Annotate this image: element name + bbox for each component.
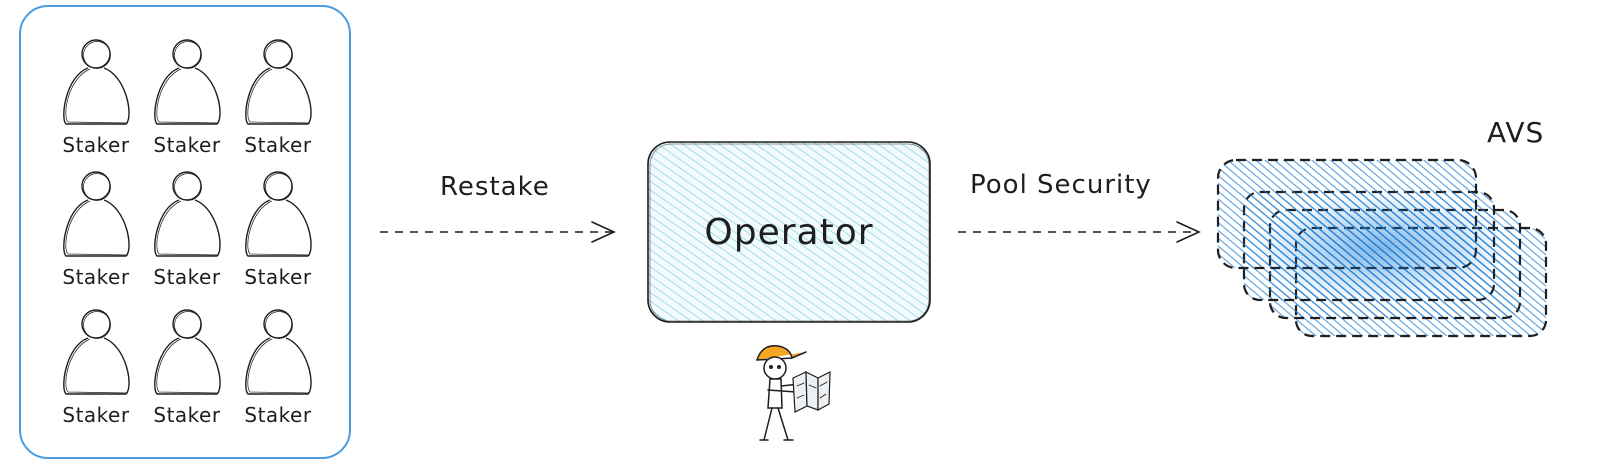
person-icon (245, 39, 312, 125)
staker-label: Staker (62, 265, 129, 289)
restake-arrow (380, 221, 616, 243)
person-icon (245, 171, 312, 257)
staker-figure: Staker (62, 171, 130, 289)
staker-figure: Staker (153, 309, 221, 427)
operator-box (647, 141, 931, 323)
person-icon (245, 309, 312, 395)
staker-label: Staker (244, 133, 311, 157)
person-icon (63, 309, 130, 395)
staker-label: Staker (244, 265, 311, 289)
staker-label: Staker (244, 403, 311, 427)
staker-figure: Staker (62, 309, 130, 427)
avs-stack (1216, 158, 1548, 338)
staker-figure: Staker (62, 39, 130, 157)
staker-figure: Staker (244, 171, 312, 289)
person-icon (63, 171, 130, 257)
staker-label: Staker (153, 265, 220, 289)
staker-label: Staker (153, 133, 220, 157)
pool-security-arrow (958, 221, 1201, 243)
staker-label: Staker (153, 403, 220, 427)
staker-figure: Staker (244, 309, 312, 427)
person-icon (154, 39, 221, 125)
staker-label: Staker (62, 133, 129, 157)
person-icon (154, 171, 221, 257)
construction-worker-with-map-icon (756, 345, 831, 441)
operator-label: Operator (704, 212, 873, 253)
restake-label: Restake (440, 172, 550, 202)
pool-security-label: Pool Security (970, 170, 1152, 200)
staker-figure: Staker (153, 171, 221, 289)
staker-label: Staker (62, 403, 129, 427)
person-icon (154, 309, 221, 395)
staker-pool-container (19, 5, 351, 459)
staker-figure: Staker (153, 39, 221, 157)
avs-label: AVS (1487, 116, 1544, 149)
staker-figure: Staker (244, 39, 312, 157)
person-icon (63, 39, 130, 125)
